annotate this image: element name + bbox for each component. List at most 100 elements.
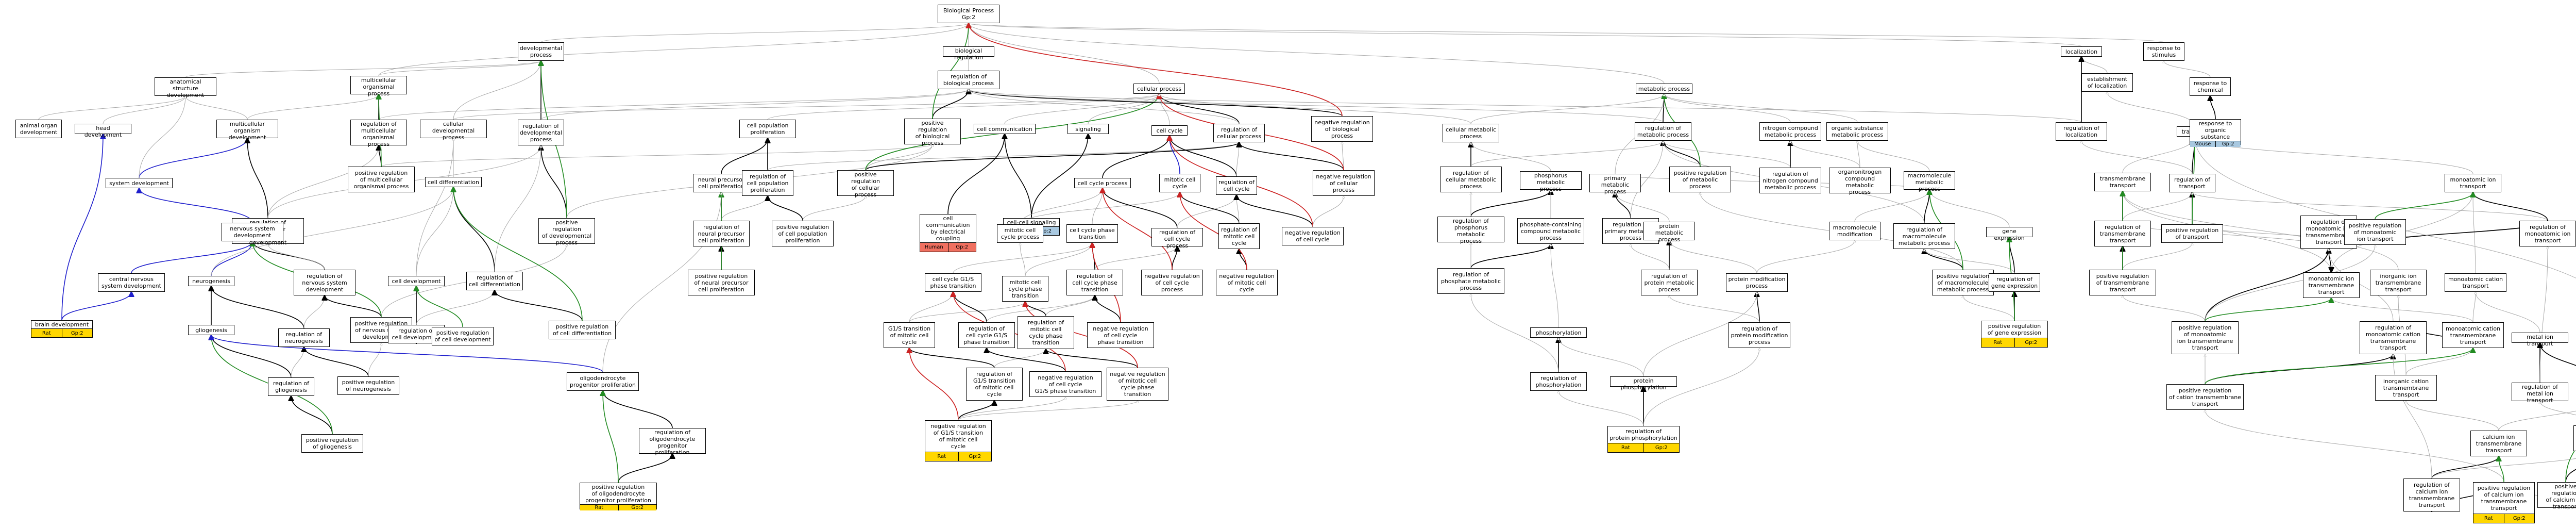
go-term-regg1smit[interactable]: regulation of G1/S transition of mitotic… <box>966 368 1023 401</box>
go-term-regloc[interactable]: regulation of localization <box>2056 122 2107 141</box>
go-term-regprotmod[interactable]: regulation of protein modification proce… <box>1728 322 1790 348</box>
go-term-regmonocationmem[interactable]: regulation of monoatomic cation transmem… <box>2360 321 2427 354</box>
go-term-phosmetab[interactable]: phosphorus metabolic process <box>1520 171 1582 192</box>
go-term-breg[interactable]: biological regulation <box>943 46 994 61</box>
go-term-bp[interactable]: Biological Process Gp:2 <box>938 5 999 23</box>
go-term-estloc[interactable]: establishment of localization <box>2081 73 2133 92</box>
go-term-animal[interactable]: animal organ development <box>15 120 62 138</box>
go-term-reggliogen[interactable]: regulation of gliogenesis <box>268 377 314 396</box>
go-term-posregcelldiff[interactable]: positive regulation of cell differentiat… <box>549 321 616 339</box>
go-term-posregcellprolif[interactable]: positive regulation of cell population p… <box>772 221 834 246</box>
go-term-mitoticproc[interactable]: mitotic cell cycle process <box>997 224 1043 243</box>
go-term-regnitro[interactable]: regulation of nitrogen compound metaboli… <box>1759 168 1821 193</box>
go-term-cellprolif[interactable]: cell population proliferation <box>739 120 796 138</box>
go-term-regoligo[interactable]: regulation of oligodendrocyte progenitor… <box>639 428 706 456</box>
go-term-negregccg1s[interactable]: negative regulation of cell cycle G1/S p… <box>1029 371 1101 397</box>
go-term-regcellmetab[interactable]: regulation of cellular metabolic process <box>1440 167 1502 192</box>
go-term-posregmacro[interactable]: positive regulation of macromolecule met… <box>1932 270 1994 295</box>
go-term-posregmonoion[interactable]: positive regulation of monoatomic ion tr… <box>2344 219 2406 245</box>
go-term-posregcelldev[interactable]: positive regulation of cell development <box>432 327 494 345</box>
go-term-regmitotic[interactable]: regulation of mitotic cell cycle <box>1218 223 1260 249</box>
go-term-mitotic[interactable]: mitotic cell cycle <box>1159 174 1200 192</box>
go-term-gliogen[interactable]: gliogenesis <box>188 325 234 335</box>
go-term-primmetab[interactable]: primary metabolic process <box>1589 174 1641 195</box>
go-term-inorgcation[interactable]: inorganic cation transmembrane transport <box>2375 375 2437 401</box>
go-term-sysdev[interactable]: system development <box>106 178 173 188</box>
go-term-cellcycleproc[interactable]: cell cycle process <box>1074 178 1131 188</box>
go-term-negregccphase[interactable]: negative regulation of cell cycle phase … <box>1087 322 1154 348</box>
go-term-posregtransmem[interactable]: positive regulation of transmembrane tra… <box>2089 270 2156 295</box>
go-term-celldev[interactable]: cell development <box>388 276 445 286</box>
go-term-regmonoion[interactable]: regulation of monoatomic ion transport <box>2519 221 2576 246</box>
go-term-celldevp[interactable]: cellular developmental process <box>420 120 487 141</box>
go-term-negregmitphase[interactable]: negative regulation of mitotic cell cycl… <box>1107 368 1168 401</box>
go-term-regdevp[interactable]: regulation of developmental process <box>518 120 564 145</box>
go-term-anat[interactable]: anatomical structure development <box>155 77 216 98</box>
go-term-calciummem[interactable]: calcium ion transmembrane transport <box>2470 431 2527 456</box>
go-term-devp[interactable]: developmental process <box>518 42 564 61</box>
go-term-regprotmetab[interactable]: regulation of protein metabolic process <box>1641 270 1698 295</box>
go-term-g1s[interactable]: cell cycle G1/S phase transition <box>925 273 981 292</box>
go-term-respchem[interactable]: response to chemical <box>2190 77 2231 96</box>
go-term-posregdev[interactable]: positive regulation of developmental pro… <box>538 218 595 246</box>
go-term-cellcomm[interactable]: cell communication <box>974 124 1036 134</box>
go-term-regcellprolif[interactable]: regulation of cell population proliferat… <box>742 170 793 196</box>
go-term-cellproc[interactable]: cellular process <box>1133 84 1185 94</box>
go-term-negregcellcycle[interactable]: negative regulation of cell cycle <box>1282 227 1344 245</box>
go-term-posreggliogen[interactable]: positive regulation of gliogenesis <box>301 434 363 453</box>
go-term-regnsdev[interactable]: regulation of nervous system development <box>294 270 355 295</box>
go-term-posregbp[interactable]: positive regulation of biological proces… <box>904 119 961 146</box>
go-term-negregccproc[interactable]: negative regulation of cell cycle proces… <box>1141 270 1203 295</box>
go-term-regbp[interactable]: regulation of biological process <box>938 71 999 89</box>
go-term-macro[interactable]: macromolecule metabolic process <box>1904 171 1955 192</box>
go-term-phosphatecont[interactable]: phosphate-containing compound metabolic … <box>1517 218 1584 244</box>
go-term-celldiff[interactable]: cell differentiation <box>425 177 482 187</box>
go-term-transmem[interactable]: transmembrane transport <box>2094 173 2151 191</box>
go-term-regtransmem[interactable]: regulation of transmembrane transport <box>2094 221 2151 246</box>
go-term-mitphasetrans[interactable]: mitotic cell cycle phase transition <box>1002 276 1048 302</box>
go-term-geneexpr[interactable]: gene expression <box>1986 227 2032 241</box>
go-term-head[interactable]: head development <box>75 124 131 138</box>
go-term-regphosphatemetab[interactable]: regulation of phosphate metabolic proces… <box>1437 268 1504 294</box>
go-term-regmetalion[interactable]: regulation of metal ion transport <box>2512 383 2568 404</box>
go-term-regmacro[interactable]: regulation of macromolecule metabolic pr… <box>1893 223 1955 249</box>
go-term-posregmonoionmem[interactable]: positive regulation of monoatomic ion tr… <box>2172 321 2239 354</box>
go-term-negregcellproc[interactable]: negative regulation of cellular process <box>1313 170 1375 196</box>
go-term-metab[interactable]: metabolic process <box>1636 84 1692 94</box>
go-term-regccg1s[interactable]: regulation of cell cycle G1/S phase tran… <box>958 322 1015 348</box>
go-term-regmetab[interactable]: regulation of metabolic process <box>1635 122 1691 141</box>
go-term-regcellproc[interactable]: regulation of cellular process <box>1213 124 1265 142</box>
go-term-regnpc[interactable]: regulation of neural precursor cell prol… <box>693 221 750 246</box>
go-term-regcelldiff[interactable]: regulation of cell differentiation <box>466 272 523 290</box>
go-term-negregmitotic[interactable]: negative regulation of mitotic cell cycl… <box>1216 270 1278 295</box>
go-term-neurogen[interactable]: neurogenesis <box>188 276 234 286</box>
go-term-orgsub[interactable]: organic substance metabolic process <box>1826 122 1888 141</box>
go-term-metalion[interactable]: metal ion transport <box>2512 333 2568 347</box>
go-term-regmitphase[interactable]: regulation of mitotic cell cycle phase t… <box>1018 316 1074 349</box>
go-term-posregtransport[interactable]: positive regulation of transport <box>2161 224 2223 243</box>
go-term-posregoligo[interactable]: positive regulation of oligodendrocyte p… <box>580 483 657 510</box>
go-term-inorgion[interactable]: inorganic ion transmembrane transport <box>2370 270 2427 295</box>
go-term-reggeneexpr[interactable]: regulation of gene expression <box>1989 273 2040 292</box>
go-term-regcellcycle[interactable]: regulation of cell cycle <box>1216 176 1257 195</box>
go-term-respstim[interactable]: response to stimulus <box>2143 42 2184 61</box>
go-term-regphasetrans[interactable]: regulation of cell cycle process <box>1151 228 1203 249</box>
go-term-regtransport[interactable]: regulation of transport <box>2169 174 2215 192</box>
go-term-posregneurogen[interactable]: positive regulation of neurogenesis <box>337 376 399 395</box>
go-term-posregmulti[interactable]: positive regulation of multicellular org… <box>348 167 415 192</box>
go-term-phosphorylation[interactable]: phosphorylation <box>1530 327 1587 338</box>
go-term-protmod[interactable]: protein modification process <box>1726 273 1788 292</box>
go-term-orgnitro[interactable]: organonitrogen compound metabolic proces… <box>1829 168 1891 195</box>
go-term-regmulti[interactable]: regulation of multicellular organismal p… <box>350 120 407 147</box>
go-term-monocation[interactable]: monoatomic cation transport <box>2445 273 2506 292</box>
go-term-localization[interactable]: localization <box>2061 46 2102 57</box>
go-term-protmetab[interactable]: protein metabolic process <box>1643 222 1695 243</box>
go-term-macromod[interactable]: macromolecule modification <box>1829 222 1880 240</box>
go-term-posregcellproc[interactable]: positive regulation of cellular process <box>837 170 894 198</box>
go-term-cellcycle[interactable]: cell cycle <box>1151 125 1188 136</box>
go-term-negregg1s[interactable]: negative regulation of G1/S transition o… <box>925 420 992 461</box>
go-term-negregbp[interactable]: negative regulation of biological proces… <box>1311 116 1373 142</box>
go-term-cellcommelec[interactable]: cell communication by electrical couplin… <box>920 214 976 252</box>
